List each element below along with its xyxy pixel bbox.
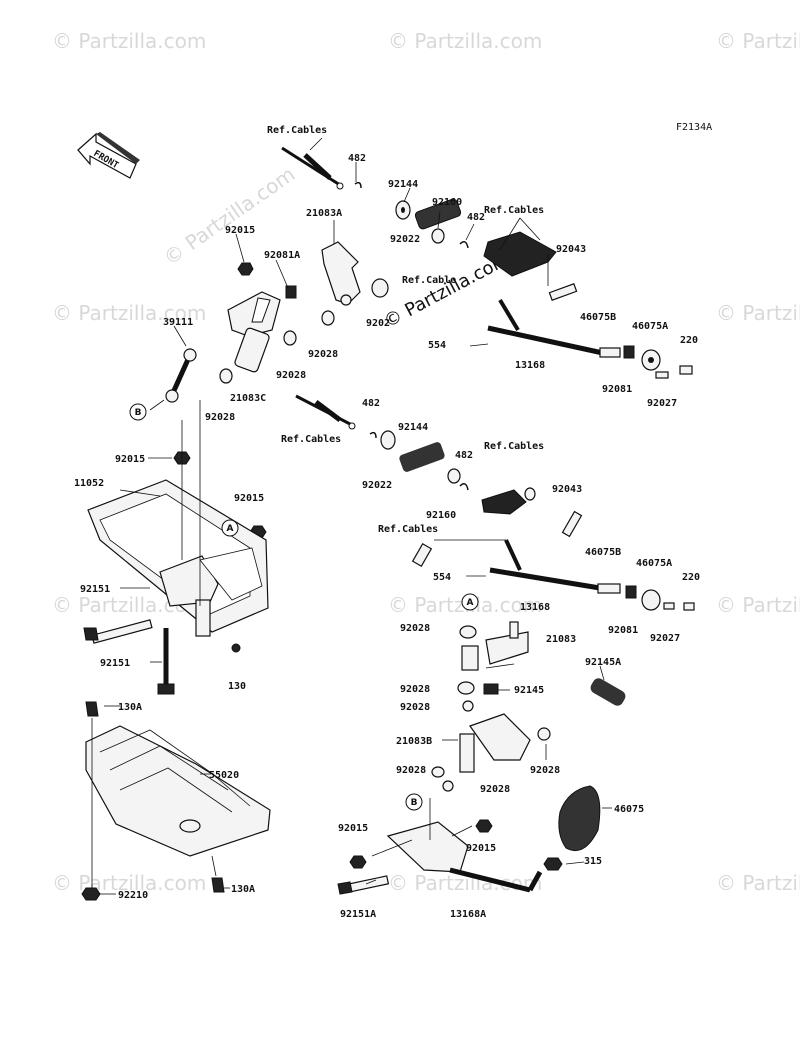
part-number-label: 39111 — [163, 317, 193, 328]
callout-label: B — [411, 798, 418, 808]
part-number-label: 482 — [348, 153, 366, 164]
part-number-label: 220 — [682, 572, 700, 583]
part-number-label: 92028 — [276, 370, 306, 381]
part-number-label: 92027 — [647, 398, 677, 409]
part-number-label: 13168 — [520, 602, 550, 613]
watermark: © Partzilla.com — [52, 871, 206, 895]
ref-cables-label: Ref.Cables — [267, 125, 327, 136]
part-number-label: 92081 — [608, 625, 638, 636]
part-number-label: 9202 — [366, 318, 390, 329]
ref-cables-label: Ref.Cable — [402, 275, 456, 286]
lower-assembly — [337, 621, 626, 895]
front-arrow-icon: FRONT — [77, 132, 140, 179]
part-number-label: 92028 — [400, 623, 430, 634]
upper-assembly — [165, 146, 693, 403]
part-number-label: 92022 — [390, 234, 420, 245]
callout-label: B — [135, 408, 142, 418]
watermark: © Partzilla.com — [716, 29, 800, 53]
part-number-label: 130A — [118, 702, 142, 713]
part-number-label: 220 — [680, 335, 698, 346]
ref-cables-label: Ref.Cables — [378, 524, 438, 535]
part-number-label: 92015 — [466, 843, 496, 854]
part-number-label: 92028 — [400, 684, 430, 695]
part-number-label: 554 — [433, 572, 451, 583]
part-number-label: 55020 — [209, 770, 239, 781]
skid-plate — [81, 701, 271, 901]
part-number-label: 92028 — [400, 702, 430, 713]
diagram-code: F2134A — [676, 122, 712, 133]
part-number-label: 92015 — [115, 454, 145, 465]
part-number-label: 92160 — [426, 510, 456, 521]
part-number-label: 21083A — [306, 208, 342, 219]
frame-assembly — [83, 479, 269, 695]
part-number-label: 92144 — [398, 422, 428, 433]
part-number-label: 482 — [362, 398, 380, 409]
part-number-label: 92015 — [225, 225, 255, 236]
part-number-label: 46075B — [580, 312, 616, 323]
part-number-label: 92081 — [602, 384, 632, 395]
part-number-label: 130A — [231, 884, 255, 895]
part-number-label: 92015 — [338, 823, 368, 834]
part-number-label: 21083 — [546, 634, 576, 645]
part-labels: Ref.Cables 482 92144 92160 21083A 482 Re… — [74, 125, 700, 920]
callout-label: A — [227, 524, 234, 534]
part-number-label: 92160 — [432, 197, 462, 208]
part-number-label: 46075 — [614, 804, 644, 815]
part-number-label: 92027 — [650, 633, 680, 644]
part-number-label: 92081A — [264, 250, 300, 261]
part-number-label: 482 — [455, 450, 473, 461]
part-number-label: 92028 — [205, 412, 235, 423]
ref-cables-label: Ref.Cables — [281, 434, 341, 445]
part-number-label: 46075A — [636, 558, 672, 569]
part-number-label: 92028 — [308, 349, 338, 360]
ref-cables-label: Ref.Cables — [484, 441, 544, 452]
part-number-label: 92151 — [80, 584, 110, 595]
part-number-label: 92151 — [100, 658, 130, 669]
watermark: © Partzilla.com — [716, 301, 800, 325]
part-number-label: 11052 — [74, 478, 104, 489]
part-number-label: 92145A — [585, 657, 621, 668]
ref-cables-label: Ref.Cables — [484, 205, 544, 216]
part-number-label: 554 — [428, 340, 446, 351]
part-number-label: 482 — [467, 212, 485, 223]
part-number-label: 92145 — [514, 685, 544, 696]
part-number-label: 21083C — [230, 393, 266, 404]
callout-b-bottom: B — [405, 793, 423, 811]
part-number-label: 13168A — [450, 909, 486, 920]
callout-a-top: A — [221, 519, 239, 537]
part-number-label: 46075B — [585, 547, 621, 558]
part-number-label: 315 — [584, 856, 602, 867]
part-number-label: 92151A — [340, 909, 376, 920]
watermark: © Partzilla.com — [52, 29, 206, 53]
part-number-label: 92028 — [530, 765, 560, 776]
part-number-label: 92022 — [362, 480, 392, 491]
leader-lines — [91, 137, 612, 895]
part-number-label: 130 — [228, 681, 246, 692]
callout-a-bottom: A — [461, 593, 479, 611]
watermark: © Partzilla.com — [716, 593, 800, 617]
watermark: © Partzilla.com — [388, 29, 542, 53]
part-number-label: 46075A — [632, 321, 668, 332]
part-number-label: 13168 — [515, 360, 545, 371]
part-number-label: 92043 — [556, 244, 586, 255]
part-number-label: 92028 — [480, 784, 510, 795]
middle-assembly — [173, 394, 695, 611]
watermark: © Partzilla.com — [716, 871, 800, 895]
callout-b-top: B — [129, 403, 147, 421]
part-number-label: 92015 — [234, 493, 264, 504]
part-number-label: 92210 — [118, 890, 148, 901]
callout-label: A — [467, 598, 474, 608]
part-number-label: 21083B — [396, 736, 432, 747]
watermark: © Partzilla.com — [52, 301, 206, 325]
part-number-label: 92043 — [552, 484, 582, 495]
part-number-label: 92144 — [388, 179, 418, 190]
part-number-label: 92028 — [396, 765, 426, 776]
